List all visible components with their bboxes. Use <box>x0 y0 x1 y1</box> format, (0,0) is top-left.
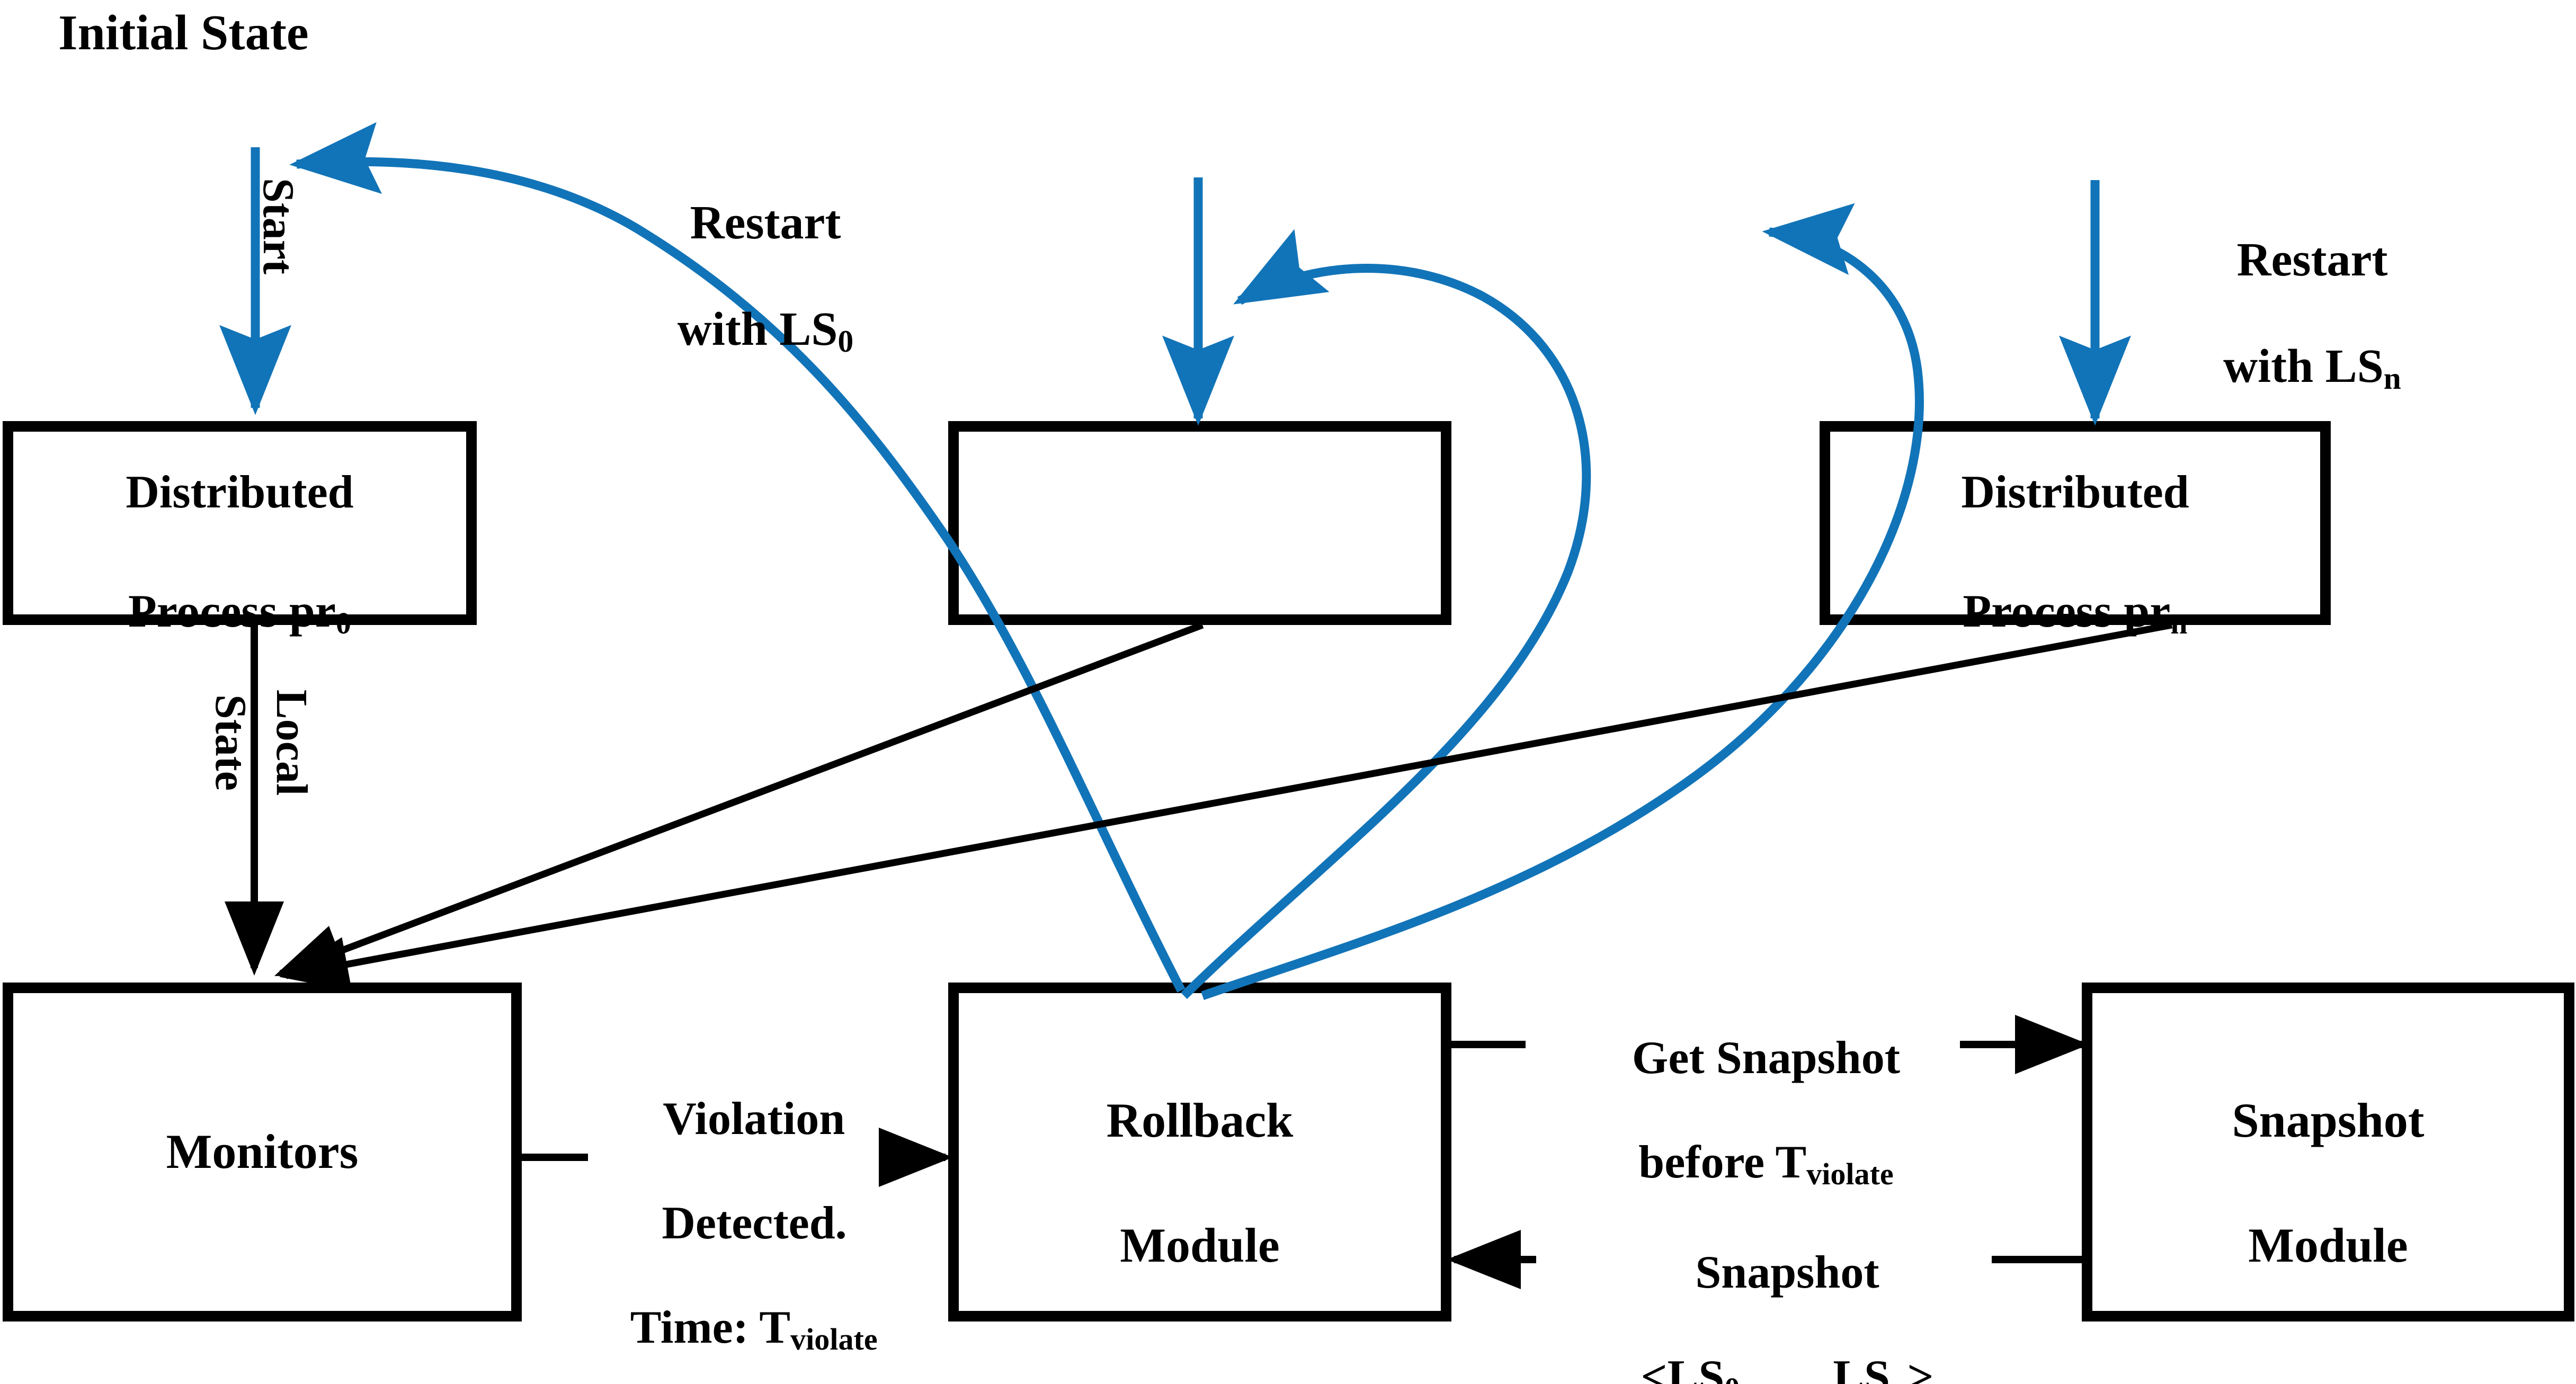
snapshot-line2-b: , …, LS <box>1740 1351 1890 1384</box>
box-label-process-n: Distributed Process prn <box>1830 432 2320 640</box>
snapshot-line2-c: > <box>1907 1351 1934 1384</box>
rollback-line2: Module <box>1120 1218 1280 1272</box>
box-process-middle[interactable] <box>948 421 1451 625</box>
box-process-n[interactable] <box>1820 421 2331 625</box>
restart-middle-curve <box>1181 229 1591 999</box>
snapshot-subscript-a: 0 <box>1724 1371 1740 1384</box>
edge-label-snapshot-return: Snapshot <LS0, …, LSn> <box>1534 1194 1994 1384</box>
box-snapshot-module[interactable] <box>2082 983 2574 1322</box>
snapshot-line2-a: <LS <box>1641 1351 1725 1384</box>
restart-lsn-line2: with LS <box>2223 340 2384 393</box>
restart-ls0-line2: with LS <box>677 303 838 356</box>
restart-ls0-line1: Restart <box>690 196 841 249</box>
restart-lsn-subscript: n <box>2383 361 2401 396</box>
process-0-line2: Process pr <box>128 585 336 637</box>
process-n-subscript: n <box>2170 605 2188 640</box>
box-label-monitors: Monitors <box>166 1124 359 1179</box>
rollback-line1: Rollback <box>1106 1093 1294 1148</box>
box-label-process-middle <box>959 432 1441 614</box>
box-rollback-module[interactable] <box>948 983 1451 1322</box>
violation-line1: Violation <box>663 1093 845 1145</box>
process-0-line1: Distributed <box>126 466 354 518</box>
edge-label-get-snapshot: Get Snapshot before Tviolate <box>1526 980 1960 1243</box>
box-group <box>3 421 2574 1322</box>
box-monitors[interactable] <box>3 983 522 1322</box>
box-label-process-0: Distributed Process pr0 <box>13 432 466 640</box>
page-title: Initial State <box>58 5 309 60</box>
process-n-line1: Distributed <box>1961 466 2189 518</box>
box-process-0[interactable] <box>3 421 477 625</box>
violation-line3: Time: T <box>630 1301 791 1353</box>
middle-to-monitors-line <box>274 621 1204 978</box>
process-n-to-monitors-line <box>279 621 2173 992</box>
restart-ls0-curve <box>289 122 1186 993</box>
snapshot-module-line1: Snapshot <box>2232 1093 2425 1148</box>
snapshot-line1: Snapshot <box>1695 1246 1879 1298</box>
process-0-subscript: 0 <box>335 605 351 640</box>
snapshot-module-line2: Module <box>2248 1218 2408 1272</box>
restart-ls0-subscript: 0 <box>837 324 854 359</box>
restart-lsn-line1: Restart <box>2236 233 2388 286</box>
process-n-line2: Process pr <box>1963 585 2171 637</box>
snapshot-subscript-b: n <box>1890 1371 1907 1384</box>
edge-label-restart-ls0: Restart with LS0 <box>599 143 885 413</box>
restart-lsn-curve <box>1201 203 1924 1001</box>
box-label-snapshot-module: Snapshot Module <box>2092 993 2564 1311</box>
edge-label-local: Local <box>267 689 317 796</box>
get-snapshot-line1: Get Snapshot <box>1632 1032 1901 1084</box>
violation-line2: Detected. <box>662 1197 847 1249</box>
get-snapshot-line2: before T <box>1638 1136 1807 1188</box>
box-label-rollback-module: Rollback Module <box>959 993 1441 1311</box>
get-snapshot-subscript: violate <box>1806 1156 1894 1191</box>
edge-label-restart-lsn: Restart with LSn <box>2145 180 2431 450</box>
edge-label-state: State <box>206 694 256 791</box>
edge-label-violation: Violation Detected. Time: Tviolate <box>561 1041 901 1384</box>
violation-subscript: violate <box>790 1322 878 1356</box>
edge-label-start: Start <box>254 178 304 275</box>
